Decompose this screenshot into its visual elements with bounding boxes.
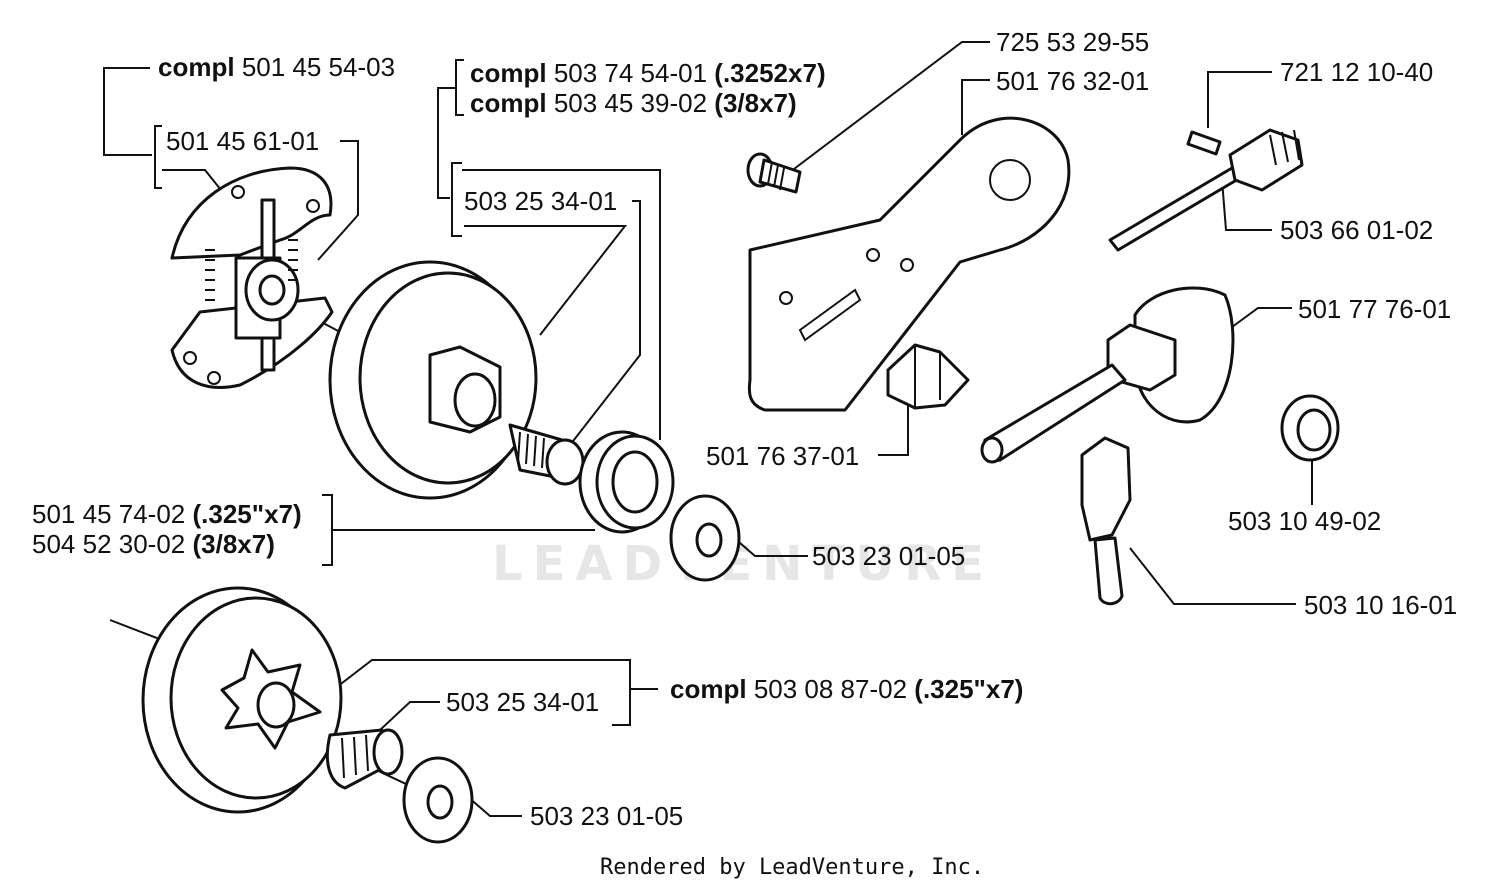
pin-drawing (1186, 130, 1222, 156)
callout-plunger: 503 10 16-01 (1304, 590, 1457, 620)
clutch-assembly-drawing (170, 166, 334, 389)
callout-labels: compl 501 45 54-03 501 45 61-01 compl 50… (32, 27, 1457, 831)
rim-sprocket-drawing (578, 430, 675, 534)
callout-drum-compl-b: compl 503 45 39-02 (3/8x7) (470, 88, 797, 118)
callout-pump: 501 77 76-01 (1298, 294, 1451, 324)
screw-drawing (746, 152, 802, 194)
callout-pin: 721 12 10-40 (1280, 57, 1433, 87)
bottom-drum-drawing (141, 586, 343, 814)
callout-drum-compl-c: compl 503 08 87-02 (.325"x7) (670, 674, 1023, 704)
callout-plate: 501 76 32-01 (996, 66, 1149, 96)
shaft-drawing (1108, 128, 1304, 252)
oil-pump-drawing (980, 286, 1235, 464)
callout-bearing-bottom: 503 25 34-01 (446, 687, 599, 717)
callout-washer-top: 503 23 01-05 (812, 541, 965, 571)
footer-credit: Rendered by LeadVenture, Inc. (600, 855, 984, 880)
callout-spring: 503 10 49-02 (1228, 506, 1381, 536)
bottom-washer-drawing (402, 756, 474, 844)
callout-screw: 725 53 29-55 (996, 27, 1149, 57)
chain-guide-plate-drawing (747, 116, 1071, 412)
callout-rim-a: 501 45 74-02 (.325"x7) (32, 499, 302, 529)
callout-shaft: 503 66 01-02 (1280, 215, 1433, 245)
bottom-bearing-drawing (325, 728, 404, 790)
callout-clutch-compl: compl 501 45 54-03 (158, 52, 395, 82)
callout-washer-bottom: 503 23 01-05 (530, 801, 683, 831)
callout-clutch-shoe: 501 45 61-01 (166, 126, 319, 156)
top-washer-drawing (669, 494, 741, 582)
top-bearing-drawing (508, 423, 585, 486)
callout-drum-compl-a: compl 503 74 54-01 (.3252x7) (470, 58, 826, 88)
top-drum-drawing (328, 260, 538, 500)
plunger-drawing (1080, 436, 1132, 606)
callout-bearing-top: 503 25 34-01 (464, 186, 617, 216)
adjuster-block-drawing (886, 343, 970, 410)
spring-drawing (1280, 394, 1340, 462)
callout-rim-b: 504 52 30-02 (3/8x7) (32, 529, 275, 559)
callout-block: 501 76 37-01 (706, 441, 859, 471)
